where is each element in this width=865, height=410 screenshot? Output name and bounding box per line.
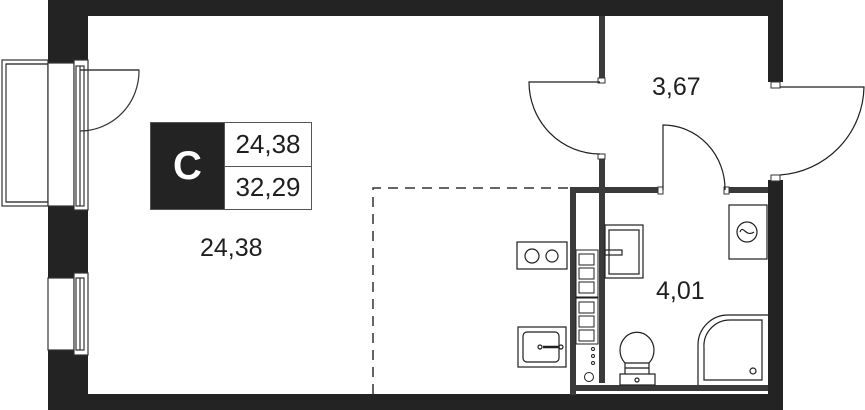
balcony-door-icon: [1, 59, 140, 211]
kitchen-cabinets-icon: [575, 249, 599, 382]
living-door-icon: [528, 81, 601, 155]
window-icon: [47, 272, 89, 356]
entrance-door-icon: [779, 86, 865, 176]
area-values: 24,38 32,29: [224, 123, 311, 209]
interior-partitions: [570, 16, 768, 395]
area-badge: C 24,38 32,29: [150, 122, 312, 210]
kitchen-zone-boundary: [372, 187, 570, 394]
hallway-area: 3,67: [652, 73, 701, 101]
kitchen-sink-icon: [517, 326, 567, 368]
living-room-area: 24,38: [200, 234, 263, 262]
living-area-value: 24,38: [235, 128, 301, 159]
bathroom-area: 4,01: [656, 277, 705, 305]
cooktop-icon: [516, 241, 568, 270]
total-area-value: 32,29: [225, 165, 311, 210]
exterior-walls: [48, 0, 783, 410]
bathroom-sink-icon: [604, 224, 644, 279]
bathroom-door-icon: [662, 124, 726, 191]
room-type-letter: C: [151, 123, 224, 209]
washing-machine-icon: [728, 204, 768, 260]
shower-icon: [697, 314, 768, 385]
toilet-icon: [619, 331, 656, 386]
